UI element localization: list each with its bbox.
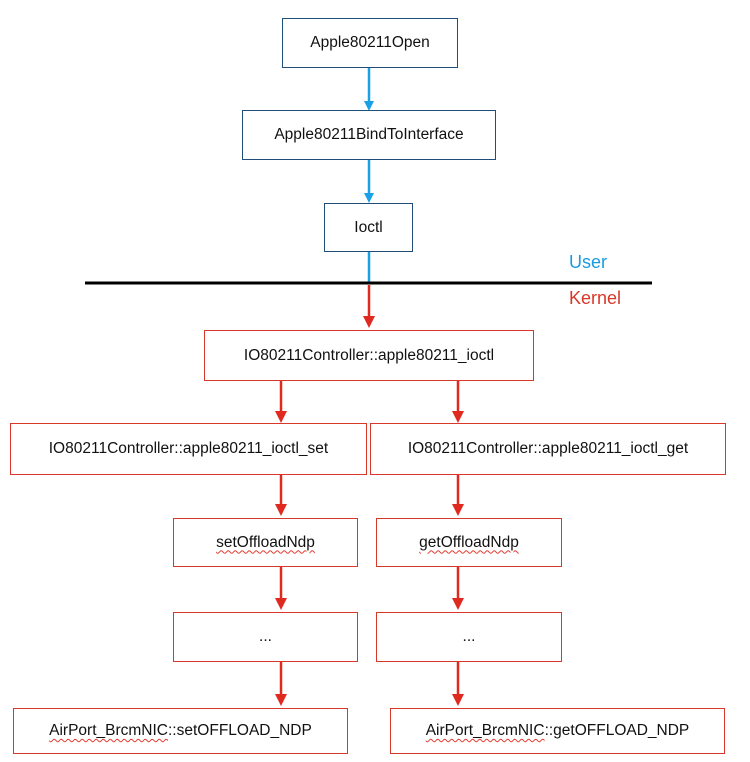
node-label: IO80211Controller::apple80211_ioctl_get: [407, 440, 689, 457]
nic-class-name: AirPort_BrcmNIC: [425, 722, 545, 739]
node-apple80211-bind-to-interface: Apple80211BindToInterface: [242, 110, 496, 160]
node-airport-brcmnic-set-offload-ndp: AirPort_BrcmNIC::setOFFLOAD_NDP: [13, 708, 348, 754]
node-label: setOffloadNdp: [216, 533, 315, 551]
node-ioctl: Ioctl: [324, 203, 413, 252]
node-label: Ioctl: [354, 218, 383, 236]
node-apple80211-open: Apple80211Open: [282, 18, 458, 68]
node-label: AirPort_BrcmNIC::setOFFLOAD_NDP: [49, 722, 312, 740]
node-label: Apple80211Open: [310, 34, 430, 51]
user-zone-label: User: [569, 252, 608, 272]
node-label: ...: [462, 628, 476, 645]
node-apple80211-ioctl: IO80211Controller::apple80211_ioctl: [204, 330, 534, 381]
kernel-zone-label: Kernel: [569, 288, 622, 308]
node-label: getOffloadNdp: [419, 533, 519, 551]
node-apple80211-ioctl-get: IO80211Controller::apple80211_ioctl_get: [370, 423, 726, 475]
node-label: AirPort_BrcmNIC::getOFFLOAD_NDP: [426, 722, 690, 740]
nic-method-name: ::getOFFLOAD_NDP: [544, 722, 690, 739]
node-label: IO80211Controller::apple80211_ioctl_set: [48, 440, 329, 457]
node-label: Apple80211BindToInterface: [274, 126, 464, 143]
nic-method-name: ::setOFFLOAD_NDP: [168, 722, 312, 739]
node-label: ...: [259, 628, 272, 645]
node-get-ellipsis: ...: [376, 612, 562, 662]
nic-class-name: AirPort_BrcmNIC: [49, 722, 168, 739]
node-label: IO80211Controller::apple80211_ioctl: [243, 346, 495, 364]
node-get-offload-ndp: getOffloadNdp: [376, 518, 562, 567]
node-set-ellipsis: ...: [173, 612, 358, 662]
node-apple80211-ioctl-set: IO80211Controller::apple80211_ioctl_set: [10, 423, 367, 475]
node-set-offload-ndp: setOffloadNdp: [173, 518, 358, 567]
node-airport-brcmnic-get-offload-ndp: AirPort_BrcmNIC::getOFFLOAD_NDP: [390, 708, 725, 754]
